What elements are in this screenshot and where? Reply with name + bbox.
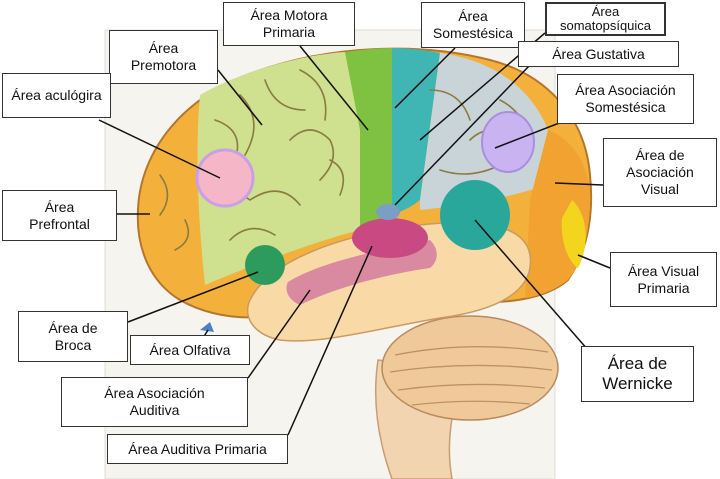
primary-auditory-region [352, 218, 428, 258]
label-wernicke: Área de Wernicke [581, 346, 694, 402]
label-aculogira: Área aculógira [2, 73, 111, 118]
cerebellum [381, 315, 559, 421]
label-broca: Área de Broca [18, 311, 128, 362]
label-asociacion-auditiva: Área Asociación Auditiva [61, 377, 248, 427]
label-prefrontal: Área Prefrontal [2, 190, 117, 241]
label-olfativa: Área Olfativa [130, 335, 250, 365]
label-visual-primaria: Área Visual Primaria [610, 252, 717, 307]
leader-lines [98, 32, 611, 436]
motor-region [345, 48, 392, 232]
label-asociacion-somestesica: Área Asociación Somestésica [557, 74, 694, 124]
premotor-region [197, 52, 370, 285]
aculogira-region [195, 148, 255, 208]
broca-region [245, 245, 285, 285]
label-auditiva-primaria: Área Auditiva Primaria [107, 434, 288, 464]
label-somestesica: Área Somestésica [421, 2, 525, 48]
gyri [159, 69, 531, 251]
label-somatopsiquica: Área somatopsíquica [545, 2, 666, 36]
label-asociacion-visual: Área de Asociación Visual [603, 138, 717, 207]
label-motora-primaria: Área Motora Primaria [223, 2, 355, 46]
somatosensory-region [392, 48, 440, 215]
olfactory-region [200, 322, 214, 332]
cerebellum-folds [389, 346, 553, 406]
gustatory-region [376, 204, 400, 220]
label-premotora: Área Premotora [109, 30, 218, 84]
wernicke-region [440, 180, 510, 250]
primary-visual-region [561, 200, 586, 268]
label-gustativa: Área Gustativa [518, 41, 679, 67]
somatosensory-association-region [481, 111, 535, 173]
